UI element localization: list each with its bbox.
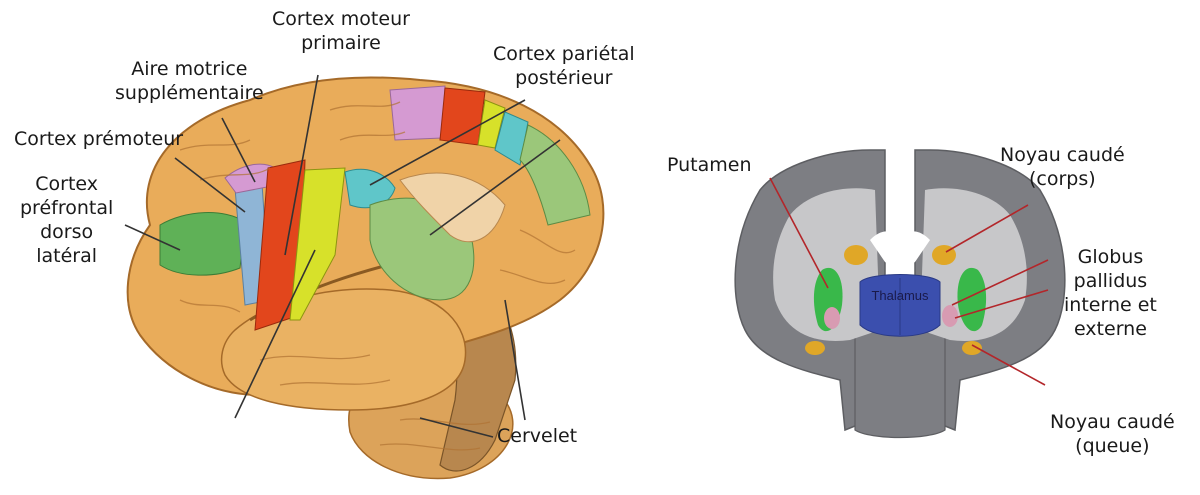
label-globus-pallidus: Globus pallidus interne et externe <box>1064 245 1157 341</box>
caudate-body-left <box>844 245 868 265</box>
caudate-tail-left <box>805 341 825 355</box>
coronal-section: Thalamus <box>735 150 1065 438</box>
pallidus-left <box>824 307 840 329</box>
region-primary-motor-dorsal <box>440 88 485 145</box>
label-cortex-prefrontal: Cortex préfrontal dorso latéral <box>20 172 113 268</box>
label-noyau-caude-corps: Noyau caudé (corps) <box>1000 143 1125 191</box>
label-noyau-caude-queue: Noyau caudé (queue) <box>1050 410 1175 458</box>
label-cortex-parietal-posterieur: Cortex pariétal postérieur <box>493 42 635 90</box>
region-supplementary-motor-dorsal <box>390 86 445 140</box>
label-aire-motrice-supplementaire: Aire motrice supplémentaire <box>115 57 264 105</box>
region-prefrontal-dorsolateral <box>160 213 245 276</box>
label-cortex-premoteur: Cortex prémoteur <box>14 127 183 151</box>
brainstem-section <box>855 330 945 438</box>
thalamus-label: Thalamus <box>871 288 929 303</box>
pallidus-right <box>942 305 958 327</box>
label-cortex-moteur-primaire: Cortex moteur primaire <box>272 7 410 55</box>
label-cervelet: Cervelet <box>497 424 577 448</box>
label-putamen: Putamen <box>667 153 752 177</box>
